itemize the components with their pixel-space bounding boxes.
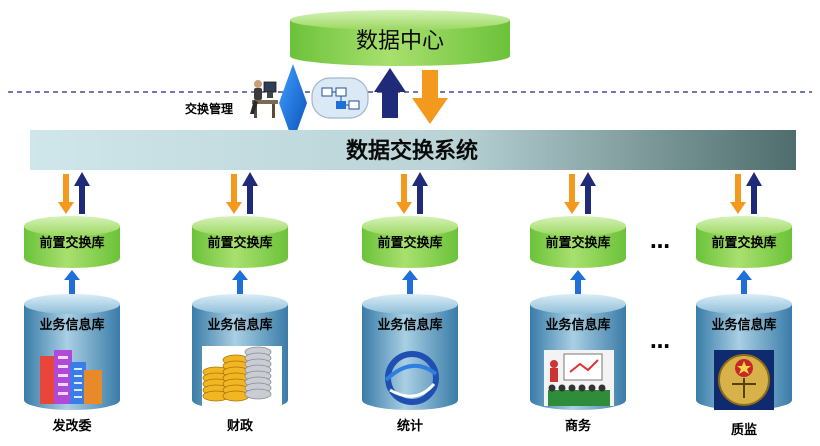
- down-arrow-icon: [58, 174, 74, 214]
- business-info-db-label: 业务信息库: [545, 317, 610, 333]
- up-arrow-icon: [412, 172, 428, 214]
- front-exchange-db-label: 前置交换库: [207, 235, 272, 251]
- front-exchange-db-cylinder: 前置交换库: [530, 216, 626, 268]
- front-exchange-db-cylinder: 前置交换库: [362, 216, 458, 268]
- business-info-db-label: 业务信息库: [711, 317, 776, 333]
- workflow-icon: [311, 77, 369, 119]
- front-exchange-db-label: 前置交换库: [39, 235, 104, 251]
- exchange-bus-label: 数据交换系统: [346, 138, 478, 164]
- front-exchange-db-cylinder: 前置交换库: [24, 216, 120, 268]
- sync-arrow-icon: [64, 270, 80, 312]
- exchange-diamond-icon: [279, 64, 307, 142]
- department-name-label: 财政: [227, 418, 254, 434]
- up-arrow-icon: [580, 172, 596, 214]
- exchange-management-label: 交换管理: [185, 101, 233, 116]
- front-exchange-db-cylinder: 前置交换库: [192, 216, 288, 268]
- business-meeting-icon: [544, 350, 614, 406]
- front-db-ellipsis: …: [650, 229, 670, 253]
- down-arrow-icon: [564, 174, 580, 214]
- sync-arrow-icon: [736, 270, 752, 312]
- front-exchange-db-cylinder: 前置交换库: [696, 216, 792, 268]
- sync-arrow-icon: [232, 270, 248, 312]
- department-name-label: 发改委: [51, 418, 91, 434]
- upload-arrow-icon: [374, 68, 406, 118]
- down-arrow-icon: [396, 174, 412, 214]
- business-db-ellipsis: …: [650, 329, 670, 353]
- quality-emblem-icon: [714, 350, 774, 410]
- department-columns: 前置交换库业务信息库发改委前置交换库业务信息库财政前置交换库业务信息库统计前置交…: [24, 172, 792, 438]
- up-arrow-icon: [74, 172, 90, 214]
- front-exchange-db-label: 前置交换库: [377, 235, 442, 251]
- front-exchange-db-label: 前置交换库: [711, 235, 776, 251]
- department-name-label: 统计: [397, 418, 423, 434]
- statistics-logo-icon: [384, 351, 439, 405]
- front-exchange-db-label: 前置交换库: [545, 235, 610, 251]
- department-name-label: 商务: [565, 418, 592, 434]
- down-arrow-icon: [730, 174, 746, 214]
- exchange-bus: 数据交换系统: [30, 130, 796, 170]
- business-info-db-label: 业务信息库: [377, 317, 442, 333]
- business-info-db-label: 业务信息库: [39, 317, 104, 333]
- up-arrow-icon: [242, 172, 258, 214]
- up-arrow-icon: [746, 172, 762, 214]
- down-arrow-icon: [226, 174, 242, 214]
- download-arrow-icon: [412, 70, 448, 124]
- city-buildings-icon: [40, 350, 102, 404]
- operator-icon: [250, 80, 278, 118]
- sync-arrow-icon: [570, 270, 586, 312]
- data-center-label: 数据中心: [356, 29, 444, 54]
- gold-coins-icon: [202, 346, 282, 410]
- data-center-cylinder: 数据中心: [290, 10, 510, 66]
- business-info-db-label: 业务信息库: [207, 317, 272, 333]
- sync-arrow-icon: [402, 270, 418, 312]
- department-name-label: 质监: [731, 422, 757, 438]
